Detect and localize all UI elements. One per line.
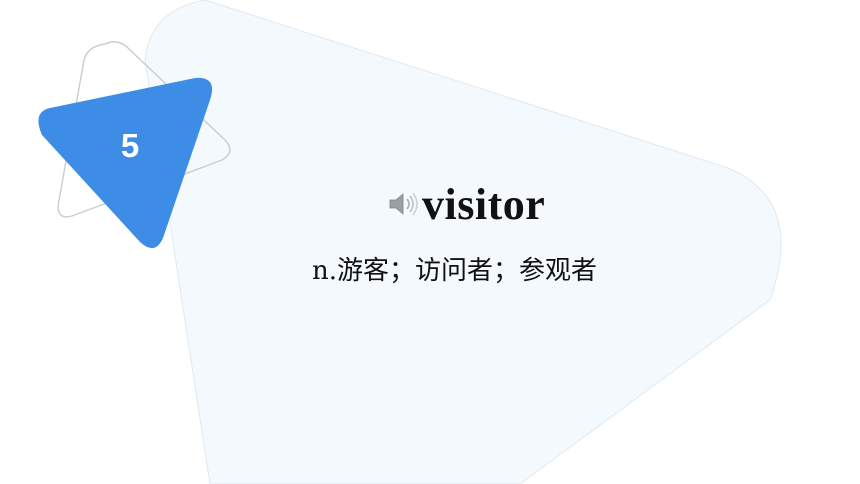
vocabulary-word: visitor: [422, 179, 546, 229]
word-meaning: n.游客；访问者；参观者: [312, 256, 598, 286]
large-background-triangle: [144, 0, 782, 484]
speaker-icon[interactable]: [386, 187, 420, 221]
word-row: visitor: [386, 176, 545, 232]
slide-number: 5: [120, 127, 140, 164]
blue-triangle-badge: [38, 77, 213, 249]
